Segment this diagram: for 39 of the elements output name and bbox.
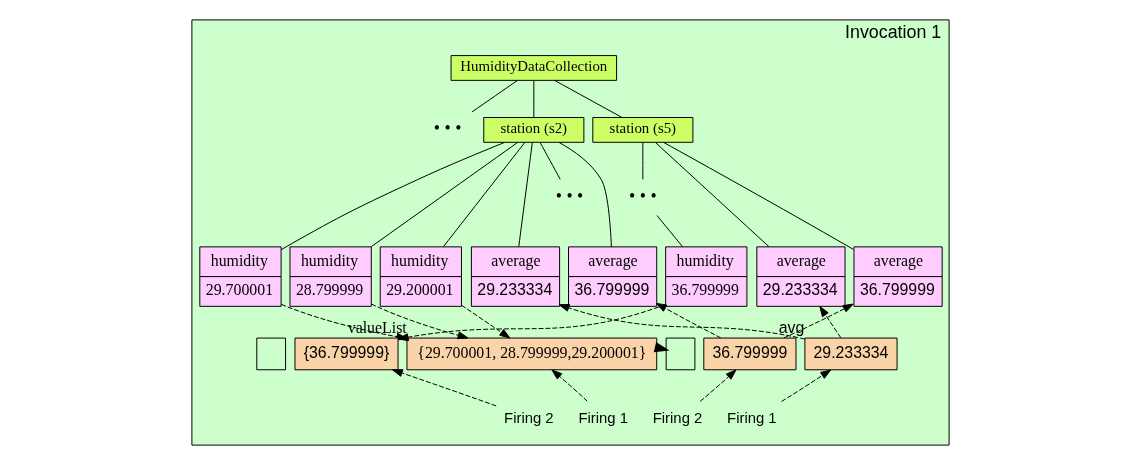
node-label: valueList: [347, 318, 407, 336]
arrow: [819, 306, 842, 339]
connector: [442, 142, 526, 248]
node-box: 29.233334: [804, 337, 898, 371]
node-text: Firing 1: [578, 409, 628, 426]
node-text: • • •: [629, 185, 657, 206]
arrow: [391, 369, 497, 407]
node-label: avg: [778, 318, 805, 336]
connector: [554, 79, 623, 118]
connector: [558, 142, 612, 248]
connector: [518, 142, 533, 248]
connector: [471, 80, 518, 113]
node-box: station (s2): [483, 117, 585, 143]
arrow: [699, 369, 737, 402]
node-box: [256, 337, 287, 371]
node-text: Firing 2: [504, 409, 554, 426]
arrow: [781, 369, 832, 402]
node-box: {36.799999}: [294, 337, 399, 371]
node-text: • • •: [433, 118, 462, 139]
arrow: [558, 304, 806, 340]
node-box: station (s5): [592, 117, 694, 143]
node-box: [665, 337, 696, 371]
connector: [642, 142, 644, 180]
node-box: 36.799999: [703, 337, 797, 371]
node-text: Firing 2: [652, 409, 703, 426]
arrow: [551, 369, 588, 402]
arrow: [655, 302, 722, 339]
connector: [539, 142, 561, 180]
connector: [370, 142, 519, 248]
connector: [280, 142, 505, 251]
node-text: Firing 1: [727, 409, 777, 426]
node-text: • • •: [555, 185, 584, 206]
connector: [533, 80, 535, 118]
connector: [656, 214, 684, 248]
arrow: [783, 303, 854, 339]
connector: [663, 141, 854, 250]
node-box: HumidityDataCollection: [450, 55, 618, 81]
arrow: [461, 304, 511, 339]
connector: [655, 142, 770, 248]
